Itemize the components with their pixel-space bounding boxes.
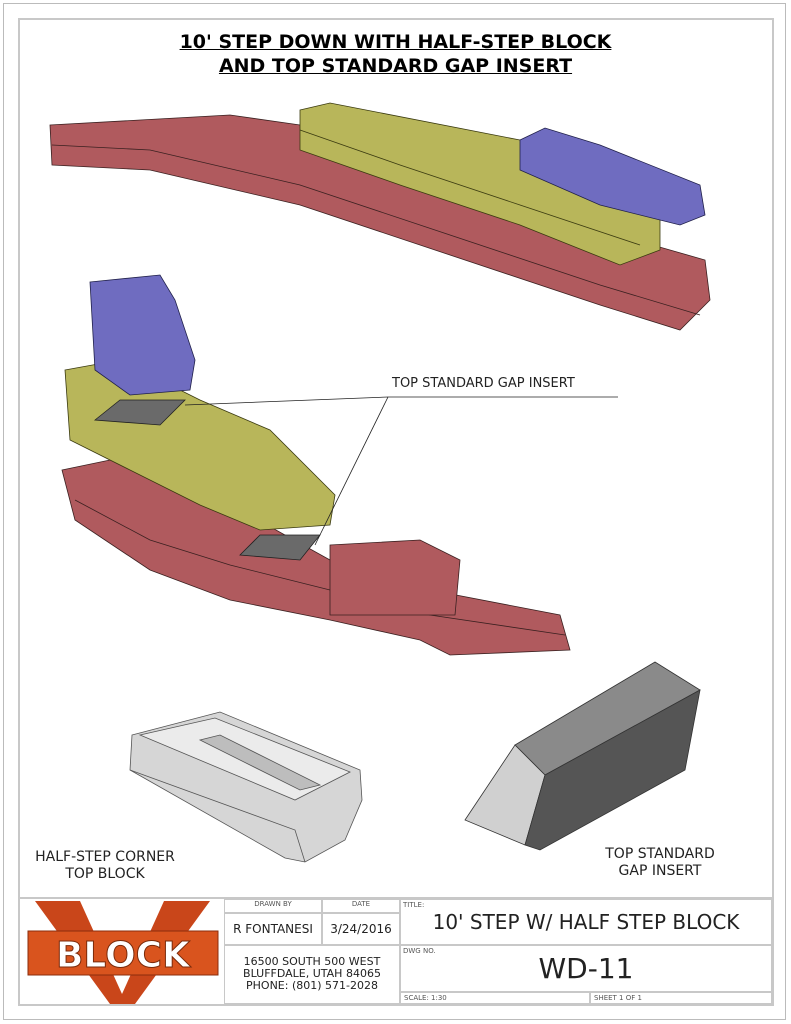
caption-line: HALF-STEP CORNER (35, 849, 175, 865)
date-value: 3/24/2016 (322, 913, 400, 945)
drawn-by-value: R FONTANESI (224, 913, 322, 945)
dwg-no-cell: DWG NO. WD-11 (400, 945, 772, 992)
title-block: VERTI BLOCK DRAWN BY DATE R FONTANESI 3/… (18, 897, 774, 1006)
blue-top-course (89, 274, 196, 396)
caption-gap-insert: TOP STANDARD GAP INSERT (595, 846, 725, 880)
date-label: DATE (322, 899, 400, 913)
drawing-title: 10' STEP DOWN WITH HALF-STEP BLOCK AND T… (0, 30, 791, 78)
middle-assembly (61, 274, 618, 656)
company-logo: VERTI BLOCK (20, 899, 224, 1004)
top-wall-assembly (49, 102, 711, 331)
dwg-no-label: DWG NO. (403, 947, 436, 955)
blue-course (519, 127, 706, 226)
logo-verti: VERTI (91, 904, 156, 928)
gap-insert-upper (93, 399, 186, 426)
sheet-title: 10' STEP W/ HALF STEP BLOCK (432, 910, 740, 934)
caption-half-step: HALF-STEP CORNER TOP BLOCK (30, 849, 180, 883)
sheet-number: SHEET 1 OF 1 (590, 992, 772, 1004)
dwg-no-value: WD-11 (538, 952, 634, 985)
red-step-block (329, 539, 461, 616)
drawn-by-label: DRAWN BY (224, 899, 322, 913)
outer-border (3, 3, 786, 1020)
gap-insert-detail (464, 661, 701, 851)
title-label: TITLE: (403, 901, 425, 909)
callout-leader-1 (184, 396, 389, 406)
scale: SCALE: 1:30 (400, 992, 590, 1004)
address-line: 16500 SOUTH 500 WEST (243, 955, 381, 968)
title-line-2: AND TOP STANDARD GAP INSERT (218, 55, 573, 77)
gap-insert-callout: TOP STANDARD GAP INSERT (392, 376, 575, 391)
address-line: BLUFFDALE, UTAH 84065 (243, 967, 381, 980)
title-line-1: 10' STEP DOWN WITH HALF-STEP BLOCK (179, 31, 612, 53)
callout-leader-2 (314, 396, 389, 546)
title-cell: TITLE: 10' STEP W/ HALF STEP BLOCK (400, 899, 772, 945)
caption-line: GAP INSERT (618, 863, 702, 879)
half-step-corner-block (129, 711, 363, 863)
address-line: PHONE: (801) 571-2028 (246, 979, 378, 992)
caption-line: TOP BLOCK (65, 866, 145, 882)
company-address: 16500 SOUTH 500 WEST BLUFFDALE, UTAH 840… (224, 945, 400, 1004)
yellow-course (299, 102, 661, 266)
logo-block: BLOCK (56, 935, 191, 976)
caption-line: TOP STANDARD (605, 846, 715, 862)
